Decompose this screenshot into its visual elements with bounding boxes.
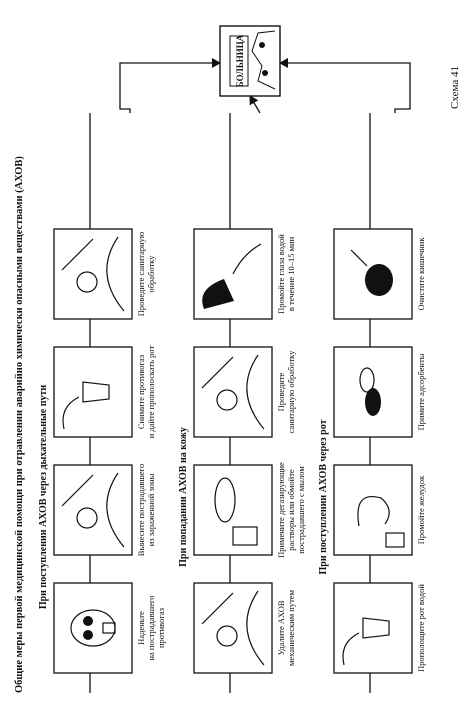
step-box	[53, 582, 133, 674]
step-label: в течение 10–15 мин	[286, 236, 296, 311]
step-box	[333, 464, 413, 556]
step-label: Удалите АХОВ	[276, 600, 286, 655]
step-label: противогаз	[156, 607, 166, 648]
wipe-skin-icon	[201, 590, 265, 666]
step-label: Примите адсорбенты	[416, 353, 426, 430]
step-box	[193, 464, 273, 556]
step-box	[53, 346, 133, 438]
flow-row-3: При поступлении АХОВ через ротПрополощит…	[318, 113, 426, 693]
hospital-sign: БОЛЬНИЦА	[235, 34, 245, 87]
flow-lines	[119, 58, 411, 114]
step-label: Очистите кишечник	[416, 237, 426, 311]
step-label: обработку	[146, 255, 156, 293]
carry-victim-icon	[61, 472, 125, 548]
step-card: Примите адсорбенты	[333, 346, 426, 438]
step-label: Вынесите пострадавшего	[136, 464, 146, 556]
soap-wash-icon	[214, 477, 258, 546]
scheme-label: Схема 41	[449, 66, 461, 109]
glass-water-icon	[342, 617, 390, 666]
step-label: Промойте глаза водой	[276, 234, 286, 314]
step-card: Промойте желудок	[333, 464, 426, 556]
flow-line-row1	[119, 58, 221, 113]
step-label: из зараженной зоны	[146, 473, 156, 546]
step-label: пострадавшего с мылом	[296, 466, 306, 554]
step-box	[333, 582, 413, 674]
step-label: Проведите	[276, 372, 286, 411]
flow-line-row2	[249, 95, 261, 114]
step-label: механическим путем	[286, 589, 296, 666]
enema-bulb-icon	[350, 249, 393, 296]
step-card: Прополощите рот водой	[333, 582, 426, 674]
step-label: Проведите санитарную	[136, 231, 146, 316]
rinse-mouth-icon	[62, 381, 110, 430]
row-heading: При попадании АХОВ на кожу	[178, 427, 189, 567]
step-label: Примените дегазирующие	[276, 462, 286, 558]
row-heading: При поступлении АХОВ через рот	[318, 419, 329, 574]
step-card: Очистите кишечник	[333, 228, 426, 320]
hospital-box: БОЛЬНИЦА	[219, 25, 281, 97]
row-heading: При поступлении АХОВ через дыхательные п…	[38, 385, 49, 610]
decontamination-icon	[61, 236, 125, 312]
step-label: Наденьте	[136, 611, 146, 645]
wash-hands-icon	[201, 354, 265, 430]
page-title: Общие меры первой медицинской помощи при…	[14, 156, 25, 693]
adsorbent-pills-icon	[359, 367, 381, 416]
step-label: Снимите противогаз	[136, 354, 146, 429]
step-label: растворы или обмойте	[286, 469, 296, 551]
stomach-wash-icon	[357, 496, 405, 548]
gas-mask-person-icon	[70, 609, 116, 647]
step-label: санитарную обработку	[286, 350, 296, 434]
flow-row-1: При поступлении АХОВ через дыхательные п…	[38, 113, 166, 693]
step-label: Промойте желудок	[416, 475, 426, 544]
step-label: и дайте прополоскать рот	[146, 345, 156, 438]
step-label: Прополощите рот водой	[416, 584, 426, 672]
flow-line-row3	[279, 58, 411, 113]
step-label: на пострадавшего	[146, 595, 156, 660]
eye-wash-icon	[202, 243, 262, 309]
